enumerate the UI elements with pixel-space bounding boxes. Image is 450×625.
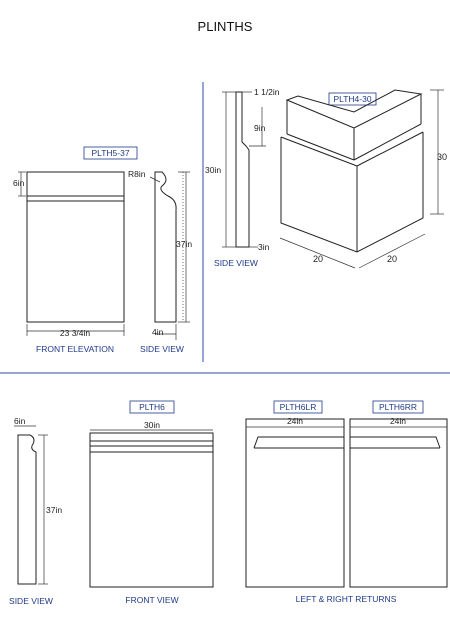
- left-return-drawing: [245, 418, 345, 588]
- tag-box: [129, 400, 175, 414]
- side-profile-drawing: [222, 91, 266, 248]
- caption-front-elevation: FRONT ELEVATION: [36, 344, 114, 354]
- dim-30in-side: 30in: [205, 165, 221, 175]
- caption-side-view-3: SIDE VIEW: [9, 596, 53, 606]
- dim-radius: R8in: [128, 169, 146, 179]
- dim-6in: 6in: [13, 178, 25, 188]
- front-elevation-drawing: [18, 171, 125, 336]
- right-return-drawing: [349, 418, 448, 588]
- dim-24in-right: 24in: [390, 416, 406, 426]
- tag-plth6lr: PLTH6LR: [280, 402, 317, 412]
- dim-9in: 9in: [254, 123, 266, 133]
- tag-box: [372, 400, 424, 414]
- tag-box: [328, 92, 377, 106]
- caption-returns: LEFT & RIGHT RETURNS: [296, 594, 397, 604]
- dim-1-1-2in: 1 1/2in: [254, 87, 280, 97]
- dim-20-left: 20: [313, 254, 323, 264]
- dim-20-right: 20: [387, 254, 397, 264]
- plth5-37-group: PLTH5-37 6in 23 3/4in FRONT ELEVATION: [13, 146, 192, 354]
- caption-side-view-2: SIDE VIEW: [214, 258, 258, 268]
- plth6-group: 6in 37in SIDE VIEW PLTH6 30in FRONT VIEW…: [9, 400, 448, 606]
- caption-front-view: FRONT VIEW: [125, 595, 178, 605]
- bottom-side-view-drawing: [14, 425, 48, 585]
- tag-box: [83, 146, 138, 160]
- tag-plth6: PLTH6: [139, 402, 165, 412]
- tag-plth5-37: PLTH5-37: [91, 148, 129, 158]
- tag-box: [273, 400, 323, 414]
- dim-6in-bottom: 6in: [14, 416, 26, 426]
- page-title: PLINTHS: [198, 19, 253, 34]
- dim-4in: 4in: [152, 327, 164, 337]
- tag-plth4-30: PLTH4-30: [333, 94, 371, 104]
- isometric-drawing: [279, 89, 444, 269]
- dim-24in-left: 24in: [287, 416, 303, 426]
- tag-plth6rr: PLTH6RR: [379, 402, 417, 412]
- dim-37in-side: 37in: [176, 239, 192, 249]
- dim-3in: 3in: [258, 242, 270, 252]
- side-view-drawing: [149, 171, 190, 340]
- plth4-30-group: PLTH4-30 1 1/2in 9in 30in 3in SIDE VIEW: [205, 87, 447, 269]
- caption-side-view-1: SIDE VIEW: [140, 344, 184, 354]
- front-view-drawing: [89, 429, 214, 588]
- dim-30in-front: 30in: [144, 420, 160, 430]
- dim-width: 23 3/4in: [60, 328, 91, 338]
- dim-30-iso: 30: [437, 152, 447, 162]
- dim-37in-bottom: 37in: [46, 505, 62, 515]
